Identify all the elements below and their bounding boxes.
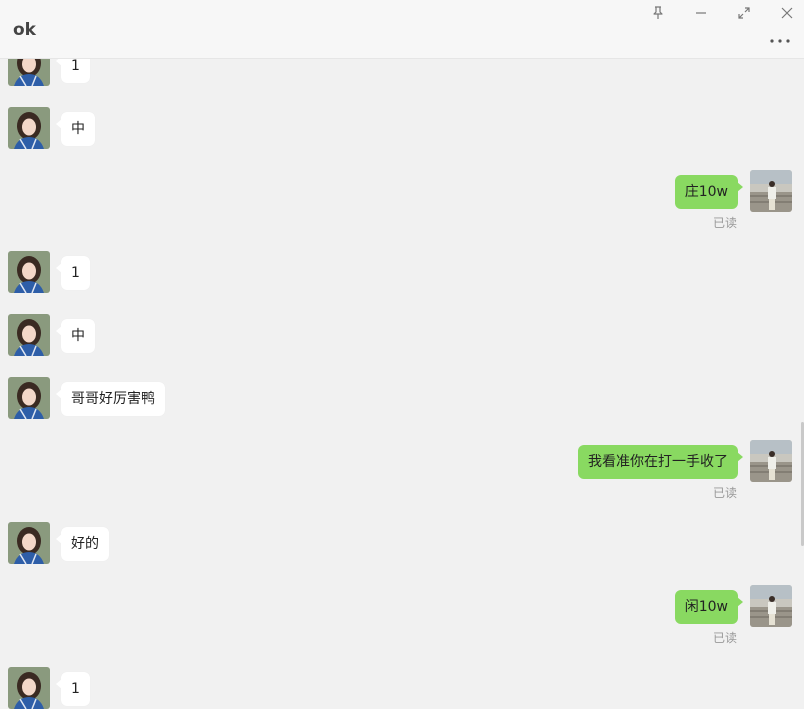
- message-item: 好的: [0, 522, 804, 567]
- message-list[interactable]: 1 中 庄10w 已读 1 中 哥哥好厉害鸭: [0, 59, 804, 709]
- read-status: 已读: [712, 216, 737, 230]
- message-bubble[interactable]: 1: [56, 672, 90, 706]
- contact-avatar[interactable]: [8, 251, 50, 293]
- message-item: 庄10w 已读: [0, 170, 804, 235]
- message-item: 闲10w 已读: [0, 585, 804, 650]
- more-options-button[interactable]: [768, 32, 792, 50]
- message-bubble[interactable]: 哥哥好厉害鸭: [56, 382, 165, 416]
- user-avatar[interactable]: [750, 440, 792, 482]
- message-item: 1: [0, 59, 804, 89]
- contact-avatar[interactable]: [8, 314, 50, 356]
- message-bubble[interactable]: 庄10w: [674, 175, 744, 209]
- read-status: 已读: [712, 486, 737, 500]
- close-icon[interactable]: [776, 4, 798, 22]
- message-bubble[interactable]: 1: [56, 59, 90, 83]
- contact-avatar[interactable]: [8, 377, 50, 419]
- message-bubble[interactable]: 中: [56, 112, 95, 146]
- pin-icon[interactable]: [647, 4, 669, 22]
- message-bubble[interactable]: 中: [56, 319, 95, 353]
- message-item: 哥哥好厉害鸭: [0, 377, 804, 422]
- user-avatar[interactable]: [750, 170, 792, 212]
- message-item: 中: [0, 107, 804, 152]
- contact-avatar[interactable]: [8, 107, 50, 149]
- message-item: 1: [0, 667, 804, 709]
- message-bubble[interactable]: 好的: [56, 527, 109, 561]
- contact-avatar[interactable]: [8, 59, 50, 86]
- contact-avatar[interactable]: [8, 522, 50, 564]
- scrollbar-thumb[interactable]: [801, 422, 804, 546]
- more-dots-icon: [770, 39, 790, 43]
- message-item: 中: [0, 314, 804, 359]
- contact-avatar[interactable]: [8, 667, 50, 709]
- minimize-icon[interactable]: [690, 4, 712, 22]
- message-item: 我看准你在打一手收了 已读: [0, 440, 804, 505]
- chat-title: ok: [13, 20, 36, 40]
- title-bar: ok: [0, 0, 804, 59]
- message-bubble[interactable]: 1: [56, 256, 90, 290]
- read-status: 已读: [712, 631, 737, 645]
- maximize-icon[interactable]: [733, 4, 755, 22]
- message-bubble[interactable]: 我看准你在打一手收了: [578, 445, 743, 479]
- message-bubble[interactable]: 闲10w: [674, 590, 744, 624]
- message-item: 1: [0, 251, 804, 296]
- user-avatar[interactable]: [750, 585, 792, 627]
